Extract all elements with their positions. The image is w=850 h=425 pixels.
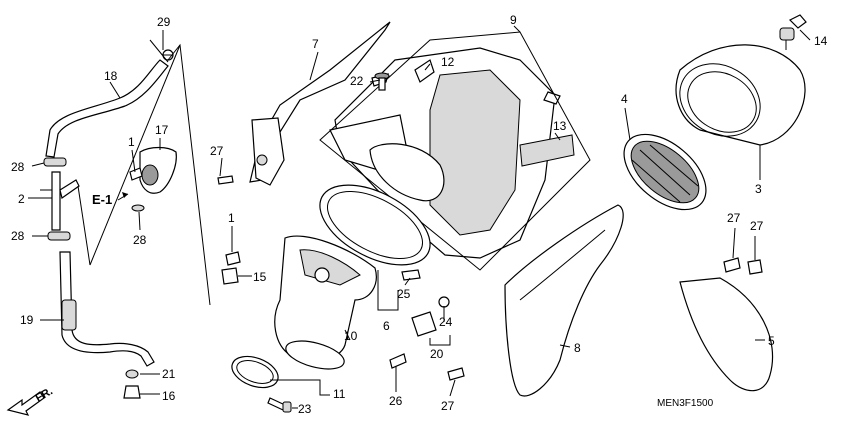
callout-14: 14 (814, 34, 828, 48)
element-4 (623, 133, 707, 211)
callout-16: 16 (162, 389, 176, 403)
screw-26 (389, 353, 407, 369)
callout-1-left: 1 (128, 135, 135, 149)
callout-1-mid: 1 (228, 211, 235, 225)
leader-lines (28, 25, 811, 409)
callout-4: 4 (621, 92, 628, 106)
callout-27-left: 27 (210, 144, 224, 158)
bolt-14 (779, 14, 807, 50)
clip-1-mid (225, 251, 241, 266)
callout-25: 25 (397, 287, 411, 301)
clip-28-lower (47, 231, 71, 241)
callout-19: 19 (20, 313, 34, 327)
callout-7: 7 (312, 37, 319, 51)
clip-1-left (129, 167, 143, 181)
breather-tube-18 (45, 59, 169, 158)
callout-5: 5 (768, 334, 775, 348)
bolt-27-right-b (747, 259, 763, 275)
callout-15: 15 (253, 270, 267, 284)
nut-15 (221, 267, 239, 285)
assembly-lines (40, 39, 211, 306)
callout-2: 2 (18, 192, 25, 206)
bolt-27-left (217, 175, 234, 185)
callout-6: 6 (383, 319, 390, 333)
callout-9: 9 (510, 13, 517, 27)
screw-22 (374, 72, 390, 91)
callout-29: 29 (157, 15, 171, 29)
diagram-code: MEN3F1500 (657, 398, 714, 409)
breather-tube-19 (59, 251, 155, 367)
joint-2 (51, 171, 80, 231)
callout-27-right-b: 27 (750, 219, 764, 233)
clip-21 (125, 369, 139, 379)
callout-27-bottom: 27 (441, 399, 455, 413)
callout-24: 24 (439, 315, 453, 329)
bolt-27-right-a (723, 257, 741, 273)
element-cover-3 (675, 44, 806, 146)
callout-18: 18 (104, 69, 118, 83)
bolt-23 (267, 397, 292, 413)
callout-23: 23 (298, 402, 312, 416)
reference-label: E-1 (92, 192, 112, 207)
clamp-11 (231, 355, 279, 389)
callout-21: 21 (162, 367, 176, 381)
callout-27-right-a: 27 (727, 211, 741, 225)
front-direction-arrow: FR. (6, 385, 55, 416)
callout-3: 3 (755, 182, 762, 196)
front-label: FR. (34, 385, 55, 404)
side-cover-8 (504, 204, 624, 397)
clip-28-cap (131, 204, 145, 212)
callout-11: 11 (333, 387, 346, 401)
seal-6 (319, 184, 431, 266)
bolt-25 (401, 269, 421, 281)
joint-24 (411, 296, 450, 337)
callout-labels: 29 18 28 2 28 19 21 16 1 17 28 7 27 22 1… (11, 13, 828, 416)
clip-28-upper (43, 157, 67, 167)
callout-28-lower: 28 (11, 229, 25, 243)
duct-10 (274, 235, 377, 370)
cover-7 (249, 21, 391, 186)
callout-8: 8 (574, 341, 581, 355)
callout-12: 12 (441, 55, 455, 69)
bolt-27-bottom (447, 367, 465, 381)
callout-20: 20 (430, 347, 444, 361)
drain-cap-17 (139, 146, 177, 194)
callout-28-cap: 28 (133, 233, 147, 247)
air-cleaner-case-9 (329, 47, 575, 259)
reference-e1: E-1 (92, 192, 129, 207)
mudguard-5 (679, 277, 774, 392)
plug-16 (123, 385, 141, 399)
callout-26: 26 (389, 394, 403, 408)
callout-28-upper: 28 (11, 160, 25, 174)
callout-13: 13 (553, 119, 567, 133)
callout-22: 22 (350, 74, 364, 88)
callout-10: 10 (344, 329, 358, 343)
callout-17: 17 (155, 123, 169, 137)
case-outline-9 (319, 31, 591, 271)
